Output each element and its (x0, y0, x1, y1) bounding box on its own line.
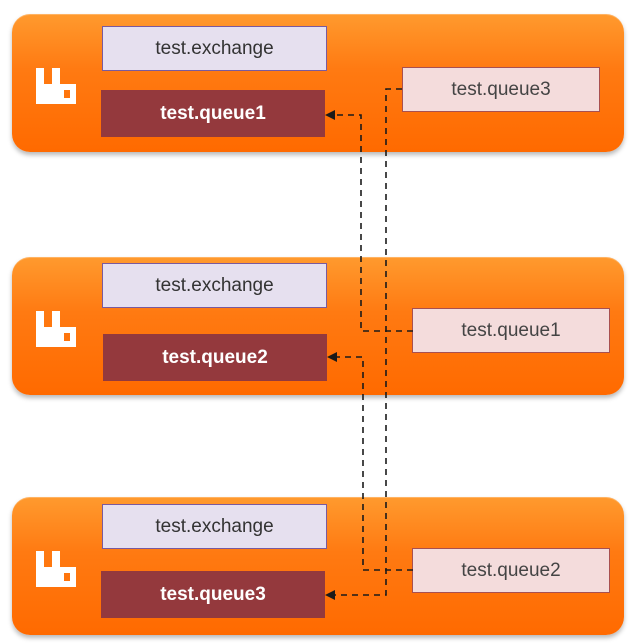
federated-queue-box: test.queue2 (412, 548, 610, 593)
federated-queue-box: test.queue3 (402, 67, 600, 112)
exchange-box: test.exchange (102, 26, 327, 71)
broker-node-2: test.exchange test.queue2 test.queue1 (12, 257, 624, 395)
rabbitmq-logo-icon (36, 68, 76, 104)
broker-node-1: test.exchange test.queue1 test.queue3 (12, 14, 624, 152)
rabbitmq-logo-icon (36, 311, 76, 347)
broker-node-3: test.exchange test.queue3 test.queue2 (12, 497, 624, 635)
rabbitmq-logo-icon (36, 551, 76, 587)
exchange-box: test.exchange (102, 504, 327, 549)
local-queue-box: test.queue1 (101, 90, 325, 137)
exchange-box: test.exchange (102, 263, 327, 308)
federated-queue-box: test.queue1 (412, 308, 610, 353)
local-queue-box: test.queue2 (103, 334, 327, 381)
local-queue-box: test.queue3 (101, 571, 325, 618)
